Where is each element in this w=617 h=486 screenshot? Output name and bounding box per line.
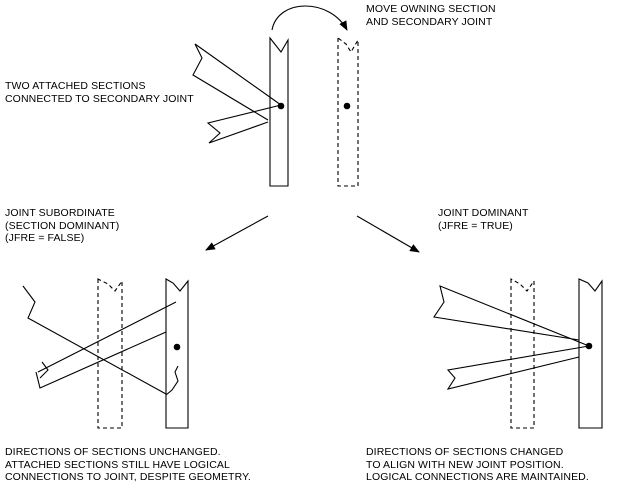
moved-owning-section-right xyxy=(578,278,603,429)
attached-section-upper xyxy=(192,43,282,121)
top-initial-state xyxy=(192,5,359,187)
attached-section-lower xyxy=(206,104,282,144)
owning-section-moved xyxy=(337,36,359,187)
label-two-attached-sections: TWO ATTACHED SECTIONS CONNECTED TO SECON… xyxy=(5,80,194,105)
label-joint-dominant: JOINT DOMINANT (JFRE = TRUE) xyxy=(438,207,529,232)
subordinate-result xyxy=(22,278,189,429)
secondary-joint-original xyxy=(277,102,285,110)
caption-sections-changed: DIRECTIONS OF SECTIONS CHANGED TO ALIGN … xyxy=(366,446,589,483)
joint-realigned xyxy=(585,342,593,350)
moved-owning-section xyxy=(165,278,189,429)
owning-section-original xyxy=(269,36,289,187)
caption-sections-unchanged: DIRECTIONS OF SECTIONS UNCHANGED. ATTACH… xyxy=(5,446,251,483)
arrow-to-dominant xyxy=(356,215,420,253)
secondary-joint-moved xyxy=(343,102,351,110)
joint-unchanged xyxy=(173,343,181,351)
attached-section-lower-unchanged xyxy=(35,301,177,389)
label-joint-subordinate: JOINT SUBORDINATE (SECTION DOMINANT) (JF… xyxy=(5,207,120,244)
attached-section-upper-unchanged xyxy=(22,285,179,396)
old-section-position xyxy=(97,278,123,429)
move-arrow xyxy=(271,5,348,31)
label-move-owning-section: MOVE OWNING SECTION AND SECONDARY JOINT xyxy=(366,3,496,28)
arrow-to-subordinate xyxy=(205,215,269,251)
old-section-position-right xyxy=(510,278,535,429)
attached-section-lower-realigned xyxy=(446,345,590,390)
dominant-result xyxy=(433,278,603,429)
attached-section-upper-realigned xyxy=(433,285,590,347)
